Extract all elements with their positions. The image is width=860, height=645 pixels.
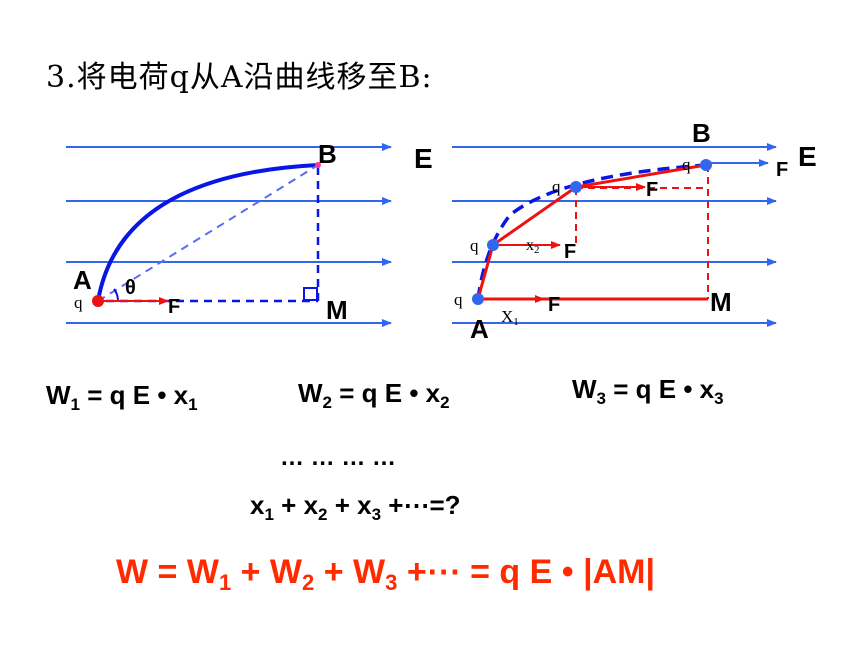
sum-of-x: x1 + x2 + x3 +⋯=?	[250, 490, 461, 524]
curved-path	[96, 163, 319, 302]
angle-arc	[113, 288, 119, 302]
slide-title: 3.将电荷q从A沿曲线移至B:	[46, 60, 433, 95]
label-m: M	[326, 295, 348, 325]
point-b-dot	[315, 162, 321, 168]
field-lines-left	[66, 143, 392, 327]
label-a: A	[73, 265, 92, 295]
right-angle-mark	[303, 287, 318, 301]
label-force: F	[548, 294, 560, 316]
equation-w3: W3 = q E • x3	[572, 374, 724, 408]
charge-dot	[700, 159, 712, 171]
label-charge: q	[552, 177, 561, 196]
total-work-equation: W = W1 + W2 + W3 +⋯ = q E • |AM|	[116, 553, 656, 595]
label-m: M	[710, 287, 732, 317]
label-force: F	[646, 179, 658, 201]
label-force: F	[776, 159, 788, 181]
ellipsis-row: … … … …	[280, 444, 397, 471]
label-b: B	[318, 139, 337, 169]
charge-dot	[487, 239, 499, 251]
label-charge: q	[682, 155, 691, 174]
charge-dot	[92, 295, 104, 307]
label-a: A	[470, 314, 489, 344]
label-e-left: E	[414, 143, 433, 174]
label-charge: q	[74, 293, 83, 312]
curved-path-dashed	[476, 163, 709, 300]
label-charge: q	[470, 236, 479, 255]
label-e-right: E	[798, 141, 817, 172]
label-b: B	[692, 118, 711, 148]
label-x1: X1	[501, 307, 519, 328]
field-lines-right	[452, 143, 777, 327]
label-x2: x2	[526, 237, 540, 256]
charge-dot	[570, 181, 582, 193]
label-force: F	[168, 296, 180, 318]
polyline-path	[476, 163, 707, 300]
label-charge: q	[454, 290, 463, 309]
equation-w1: W1 = q E • x1	[46, 380, 198, 414]
equation-w2: W2 = q E • x2	[298, 378, 450, 412]
label-force: F	[564, 241, 576, 263]
right-diagram: B E E F q q q q F F F M A x2 X1	[414, 118, 817, 344]
left-diagram: B A q θ F M	[66, 139, 392, 327]
label-theta: θ	[125, 277, 136, 299]
chord-ab	[97, 164, 319, 302]
charge-dot	[472, 293, 484, 305]
